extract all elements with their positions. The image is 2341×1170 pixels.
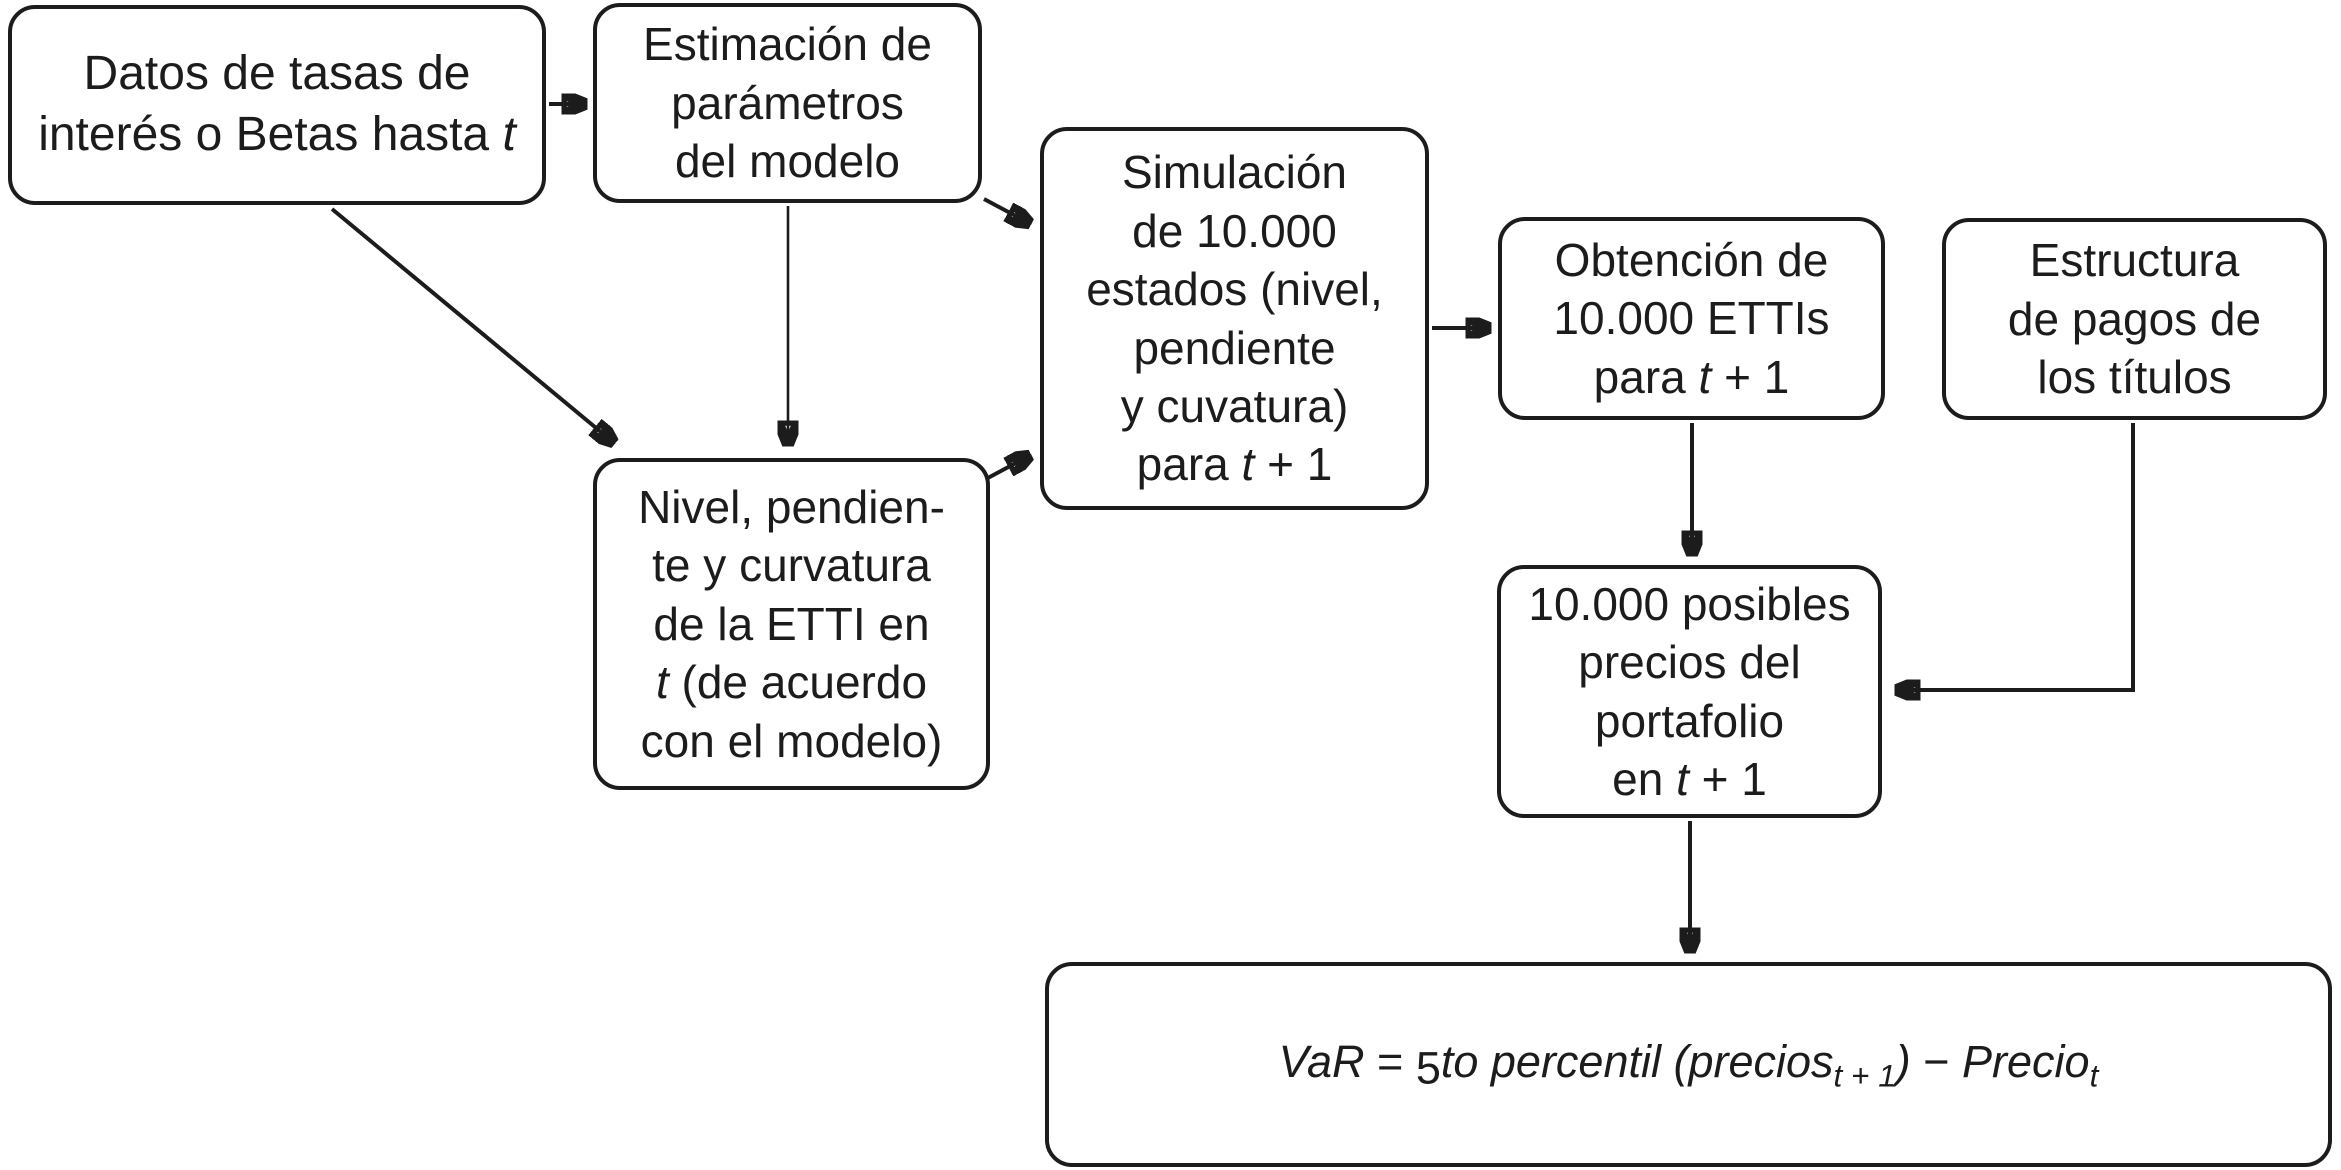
text-line: estados (nivel, — [1086, 260, 1383, 318]
text-line: Estructura — [2030, 231, 2240, 289]
text-segment: para — [1136, 438, 1242, 491]
text-segment: t — [1698, 350, 1712, 403]
node-obtencion-ettis: Obtención de 10.000 ETTIs para t + 1 — [1498, 217, 1885, 420]
text-line: parámetros — [671, 74, 904, 132]
text-segment: Obtención de — [1554, 233, 1829, 286]
text-segment: estados (nivel, — [1086, 263, 1383, 316]
text-line: interés o Betas hasta t — [38, 105, 516, 166]
text-line: Datos de tasas de — [84, 44, 471, 105]
text-segment: Datos de tasas de — [83, 47, 471, 101]
text-line: precios del — [1578, 633, 1800, 691]
node-simulacion-estados: Simulación de 10.000 estados (nivel, pen… — [1040, 127, 1429, 510]
text-line: para t + 1 — [1594, 348, 1790, 406]
text-segment: 10.000 posibles — [1528, 577, 1851, 630]
text-segment: = — [1364, 1035, 1416, 1087]
text-line: en t + 1 — [1612, 750, 1767, 808]
text-segment: + 1 — [1711, 350, 1790, 403]
text-line: para t + 1 — [1137, 435, 1333, 493]
text-segment: Estructura — [2029, 234, 2240, 287]
text-segment: Precio — [1962, 1035, 2090, 1087]
text-segment: t — [1676, 752, 1689, 805]
text-line: de pagos de — [2008, 290, 2261, 348]
text-line: Estimación de — [643, 15, 932, 73]
text-line: 10.000 ETTIs — [1553, 289, 1829, 347]
text-segment: t — [2089, 1057, 2099, 1094]
arrow-datos-nivel — [330, 207, 613, 442]
text-segment: t — [1241, 438, 1255, 491]
text-segment: te y curvatura — [652, 539, 931, 592]
text-segment: + 1 — [1254, 438, 1333, 491]
text-line: de la ETTI en — [653, 595, 929, 653]
text-line: Obtención de — [1555, 231, 1829, 289]
text-segment: precios del — [1578, 636, 1801, 689]
text-segment: de pagos de — [2007, 292, 2262, 345]
arrow-estimacion-simulacion — [983, 197, 1029, 223]
text-segment: y cuvatura) — [1120, 379, 1349, 432]
text-line: portafolio — [1595, 692, 1784, 750]
text-segment: VaR — [1278, 1035, 1365, 1087]
text-segment: interés o Betas hasta — [38, 108, 503, 161]
text-segment: del modelo — [674, 135, 901, 188]
text-segment: t — [655, 656, 669, 709]
text-segment: en — [1612, 752, 1677, 805]
text-segment: − — [1910, 1035, 1963, 1087]
text-segment: para — [1593, 350, 1699, 403]
text-segment: pendiente — [1133, 321, 1336, 374]
node-nivel-pendiente-curvatura: Nivel, pendien- te y curvatura de la ETT… — [593, 458, 990, 790]
node-estructura-pagos: Estructura de pagos de los títulos — [1942, 218, 2327, 420]
text-line: Simulación — [1122, 143, 1347, 201]
text-segment: parámetros — [671, 76, 904, 129]
node-estimacion-parametros: Estimación de parámetros del modelo — [593, 3, 982, 203]
text-line: con el modelo) — [641, 712, 943, 770]
node-datos-tasas: Datos de tasas de interés o Betas hasta … — [8, 5, 546, 205]
text-line: t (de acuerdo — [656, 653, 927, 711]
text-segment: to percentil (precios — [1440, 1035, 1834, 1087]
var-formula: VaR = 5to percentil (preciost + 1) − Pre… — [1279, 1033, 2099, 1096]
text-segment: los títulos — [2037, 351, 2232, 404]
text-segment: t + 1 — [1833, 1057, 1896, 1094]
text-line: pendiente — [1133, 319, 1335, 377]
text-segment: Estimación de — [643, 18, 932, 71]
text-segment: Nivel, pendien- — [638, 480, 945, 533]
text-segment: con el modelo) — [640, 714, 943, 767]
text-segment: de 10.000 — [1132, 204, 1337, 257]
text-segment: de la ETTI en — [653, 597, 930, 650]
node-precios-portafolio: 10.000 posibles precios del portafolio e… — [1497, 565, 1882, 818]
text-line: 10.000 posibles — [1528, 575, 1850, 633]
text-segment: Simulación — [1122, 146, 1347, 199]
text-segment: 10.000 ETTIs — [1553, 292, 1830, 345]
text-line: de 10.000 — [1132, 202, 1337, 260]
text-segment: portafolio — [1594, 694, 1785, 747]
arrow-estructura-precios — [1897, 423, 2135, 690]
text-line: del modelo — [675, 132, 900, 190]
node-var-formula: VaR = 5to percentil (preciost + 1) − Pre… — [1045, 962, 2332, 1167]
text-segment: ) — [1895, 1035, 1911, 1087]
text-line: los títulos — [2037, 348, 2231, 406]
text-line: Nivel, pendien- — [638, 478, 945, 536]
text-segment: (de acuerdo — [668, 656, 928, 709]
text-line: te y curvatura — [652, 536, 931, 594]
text-segment: 5 — [1415, 1042, 1441, 1094]
text-segment: + 1 — [1688, 752, 1767, 805]
text-segment: t — [502, 108, 516, 161]
text-line: y cuvatura) — [1121, 377, 1349, 435]
arrow-nivel-simulacion — [985, 456, 1029, 481]
